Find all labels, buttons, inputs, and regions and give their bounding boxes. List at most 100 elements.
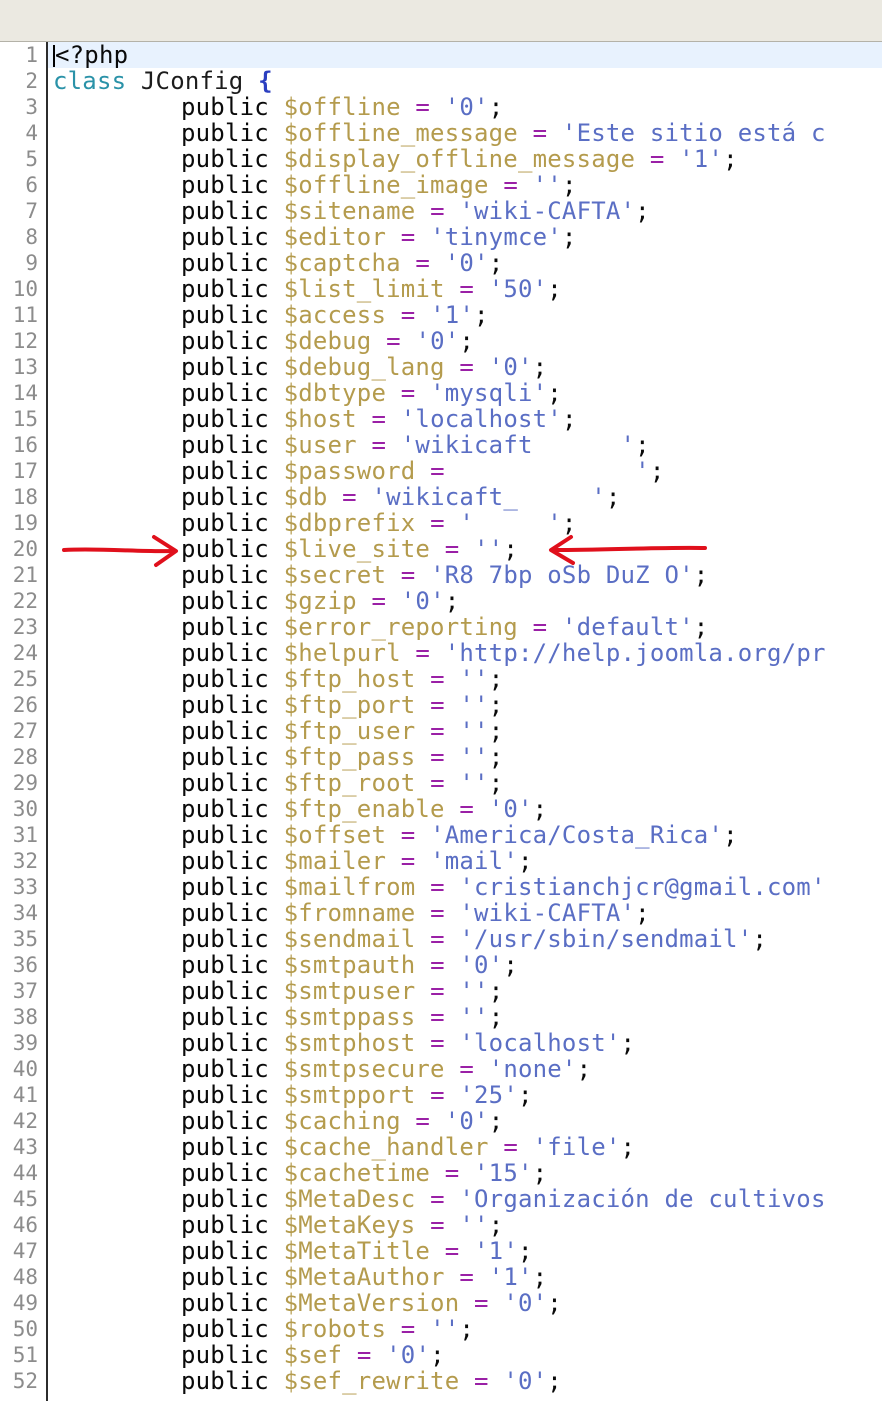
code-text[interactable]: public $db = 'wikicaft_ '; [53,484,621,510]
code-text[interactable]: public $robots = ''; [53,1316,474,1342]
code-text[interactable]: public $fromname = 'wiki-CAFTA'; [53,900,650,926]
code-text[interactable]: public $live_site = ''; [53,536,518,562]
code-text[interactable]: public $MetaTitle = '1'; [53,1238,533,1264]
code-text[interactable]: public $gzip = '0'; [53,588,459,614]
code-text[interactable]: public $offline_message = 'Este sitio es… [53,120,826,146]
code-text[interactable]: class JConfig { [53,68,273,94]
code-text[interactable]: public $MetaDesc = 'Organización de cult… [53,1186,826,1212]
code-text[interactable]: public $debug = '0'; [53,328,474,354]
code-text[interactable]: public $editor = 'tinymce'; [53,224,577,250]
code-text[interactable]: public $sendmail = '/usr/sbin/sendmail'; [53,926,767,952]
code-text[interactable]: public $dbprefix = ' '; [53,510,577,536]
code-text[interactable]: <?php [53,42,128,68]
code-text[interactable]: public $mailfrom = 'cristianchjcr@gmail.… [53,874,826,900]
code-text[interactable]: public $offline_image = ''; [53,172,577,198]
code-text[interactable]: public $MetaKeys = ''; [53,1212,503,1238]
code-text[interactable]: public $debug_lang = '0'; [53,354,547,380]
code-text[interactable]: public $ftp_enable = '0'; [53,796,547,822]
code-text[interactable]: public $caching = '0'; [53,1108,503,1134]
code-text[interactable]: public $sitename = 'wiki-CAFTA'; [53,198,650,224]
code-text[interactable]: public $sef_rewrite = '0'; [53,1368,562,1394]
code-text[interactable]: public $error_reporting = 'default'; [53,614,708,640]
code-text[interactable]: public $ftp_pass = ''; [53,744,503,770]
code-line[interactable]: 1<?php [0,42,882,68]
code-text[interactable]: public $cache_handler = 'file'; [53,1134,635,1160]
code-text[interactable]: public $ftp_root = ''; [53,770,503,796]
code-text[interactable]: public $smtppass = ''; [53,1004,503,1030]
code-text[interactable]: public $ftp_port = ''; [53,692,503,718]
code-text[interactable]: public $MetaAuthor = '1'; [53,1264,547,1290]
code-text[interactable]: public $ftp_host = ''; [53,666,503,692]
code-text[interactable]: public $list_limit = '50'; [53,276,562,302]
code-text[interactable]: public $dbtype = 'mysqli'; [53,380,562,406]
code-text[interactable]: public $host = 'localhost'; [53,406,577,432]
code-text[interactable]: public $user = 'wikicaft '; [53,432,650,458]
code-text[interactable]: public $offline = '0'; [53,94,503,120]
code-text[interactable]: public $smtpauth = '0'; [53,952,518,978]
code-text[interactable]: public $smtpport = '25'; [53,1082,533,1108]
code-text[interactable]: public $smtpsecure = 'none'; [53,1056,591,1082]
code-text[interactable]: public $secret = 'R8 7bp oSb DuZ O'; [53,562,708,588]
code-text[interactable]: public $sef = '0'; [53,1342,445,1368]
code-text[interactable]: public $ftp_user = ''; [53,718,503,744]
code-text[interactable]: public $captcha = '0'; [53,250,503,276]
code-text[interactable]: public $helpurl = 'http://help.joomla.or… [53,640,826,666]
code-text[interactable]: public $mailer = 'mail'; [53,848,533,874]
code-text[interactable]: public $display_offline_message = '1'; [53,146,738,172]
code-text[interactable]: public $smtpuser = ''; [53,978,503,1004]
code-text[interactable]: public $access = '1'; [53,302,489,328]
code-text[interactable]: public $offset = 'America/Costa_Rica'; [53,822,738,848]
